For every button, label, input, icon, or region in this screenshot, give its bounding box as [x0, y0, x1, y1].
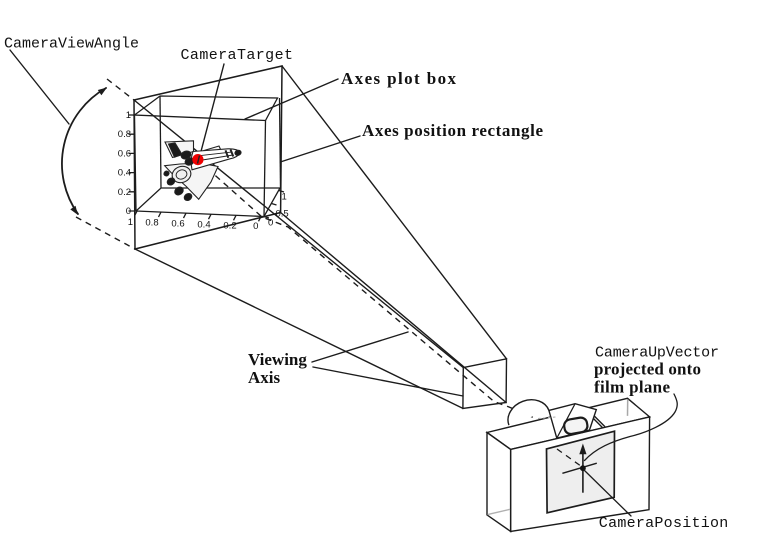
svg-text:0.6: 0.6 — [118, 148, 131, 159]
svg-text:CameraUpVector: CameraUpVector — [595, 345, 719, 362]
svg-text:0.4: 0.4 — [197, 220, 210, 231]
svg-text:CameraViewAngle: CameraViewAngle — [4, 36, 139, 53]
svg-text:Viewing: Viewing — [248, 350, 307, 369]
svg-text:0.8: 0.8 — [118, 129, 131, 140]
svg-text:1: 1 — [126, 110, 131, 121]
svg-text:1: 1 — [282, 192, 287, 203]
svg-text:projected onto: projected onto — [594, 360, 701, 379]
svg-text:0.5: 0.5 — [276, 209, 289, 220]
svg-text:0: 0 — [268, 218, 273, 229]
svg-text:0.6: 0.6 — [171, 219, 184, 230]
svg-text:0: 0 — [253, 221, 258, 232]
svg-text:0.2: 0.2 — [118, 187, 131, 198]
svg-text:film plane: film plane — [594, 378, 670, 397]
svg-text:CameraTarget: CameraTarget — [181, 47, 294, 64]
svg-text:Axis: Axis — [248, 368, 281, 387]
svg-text:0.8: 0.8 — [145, 218, 158, 229]
svg-text:0.2: 0.2 — [223, 221, 236, 232]
svg-text:Axes plot box: Axes plot box — [341, 69, 457, 88]
svg-text:0: 0 — [126, 206, 131, 217]
svg-text:1: 1 — [128, 217, 133, 228]
svg-text:Axes position rectangle: Axes position rectangle — [362, 121, 543, 140]
svg-text:0.4: 0.4 — [118, 168, 131, 179]
svg-text:CameraPosition: CameraPosition — [599, 515, 729, 532]
